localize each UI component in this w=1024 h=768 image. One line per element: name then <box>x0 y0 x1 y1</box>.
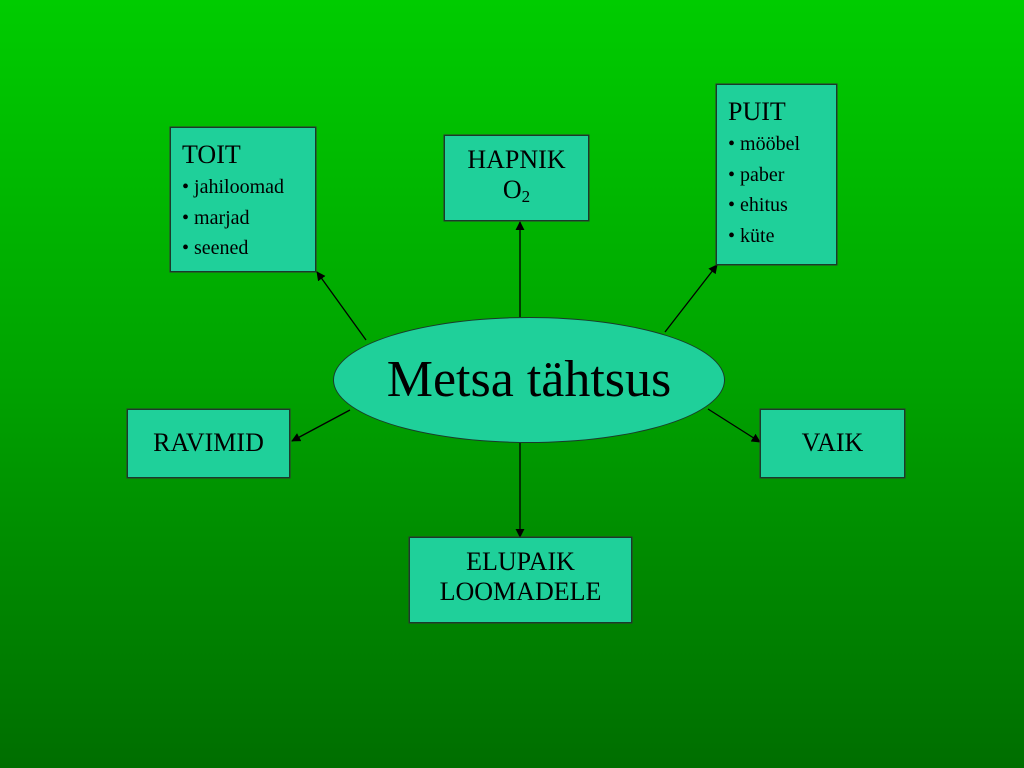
ravimid-box: RAVIMID <box>127 409 290 478</box>
toit-item: marjad <box>182 203 315 234</box>
toit-box: TOIT jahiloomad marjad seened <box>170 127 316 272</box>
puit-title: PUIT <box>728 97 786 126</box>
oxygen-subscript: 2 <box>521 187 531 206</box>
puit-list: mööbel paber ehitus küte <box>728 129 836 251</box>
oxygen-formula: O2 <box>445 175 588 205</box>
center-ellipse: Metsa tähtsus <box>333 317 725 443</box>
toit-title: TOIT <box>182 140 241 169</box>
ravimid-title: RAVIMID <box>153 428 264 457</box>
elupaik-box: ELUPAIK LOOMADELE <box>409 537 632 623</box>
vaik-title: VAIK <box>801 428 864 457</box>
oxygen-symbol: O <box>502 175 522 204</box>
arrow-to-puit <box>664 264 718 333</box>
hapnik-box: HAPNIK O2 <box>444 135 589 221</box>
elupaik-line1: ELUPAIK <box>466 547 575 576</box>
toit-list: jahiloomad marjad seened <box>182 172 315 264</box>
puit-item: ehitus <box>728 190 836 221</box>
arrow-to-ravimid <box>291 409 351 442</box>
puit-item: paber <box>728 160 836 191</box>
vaik-box: VAIK <box>760 409 905 478</box>
hapnik-title: HAPNIK <box>467 145 566 174</box>
toit-item: seened <box>182 233 315 264</box>
arrow-to-vaik <box>707 408 761 443</box>
elupaik-line2: LOOMADELE <box>439 577 602 606</box>
center-label: Metsa tähtsus <box>386 351 672 408</box>
puit-item: küte <box>728 221 836 252</box>
toit-item: jahiloomad <box>182 172 315 203</box>
arrow-to-toit <box>316 271 367 341</box>
puit-item: mööbel <box>728 129 836 160</box>
puit-box: PUIT mööbel paber ehitus küte <box>716 84 837 265</box>
